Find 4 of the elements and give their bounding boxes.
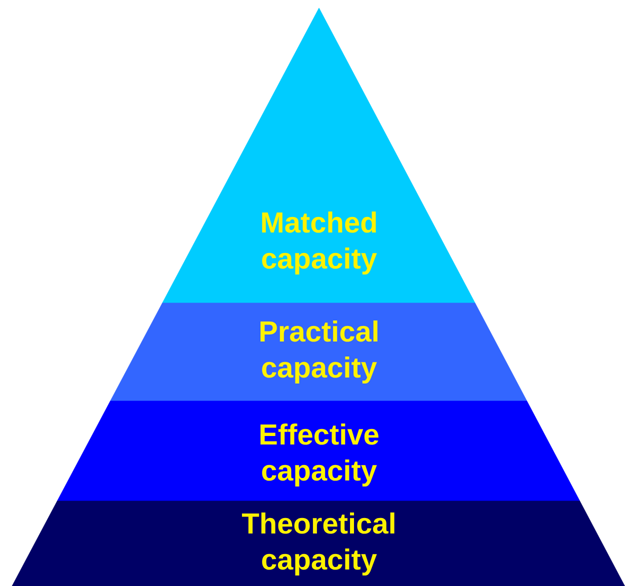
pyramid-band: Effective capacity [57, 400, 580, 502]
pyramid-band: Practical capacity [110, 302, 528, 402]
pyramid-band: Theoretical capacity [12, 500, 625, 586]
pyramid-band: Matched capacity [162, 8, 476, 304]
